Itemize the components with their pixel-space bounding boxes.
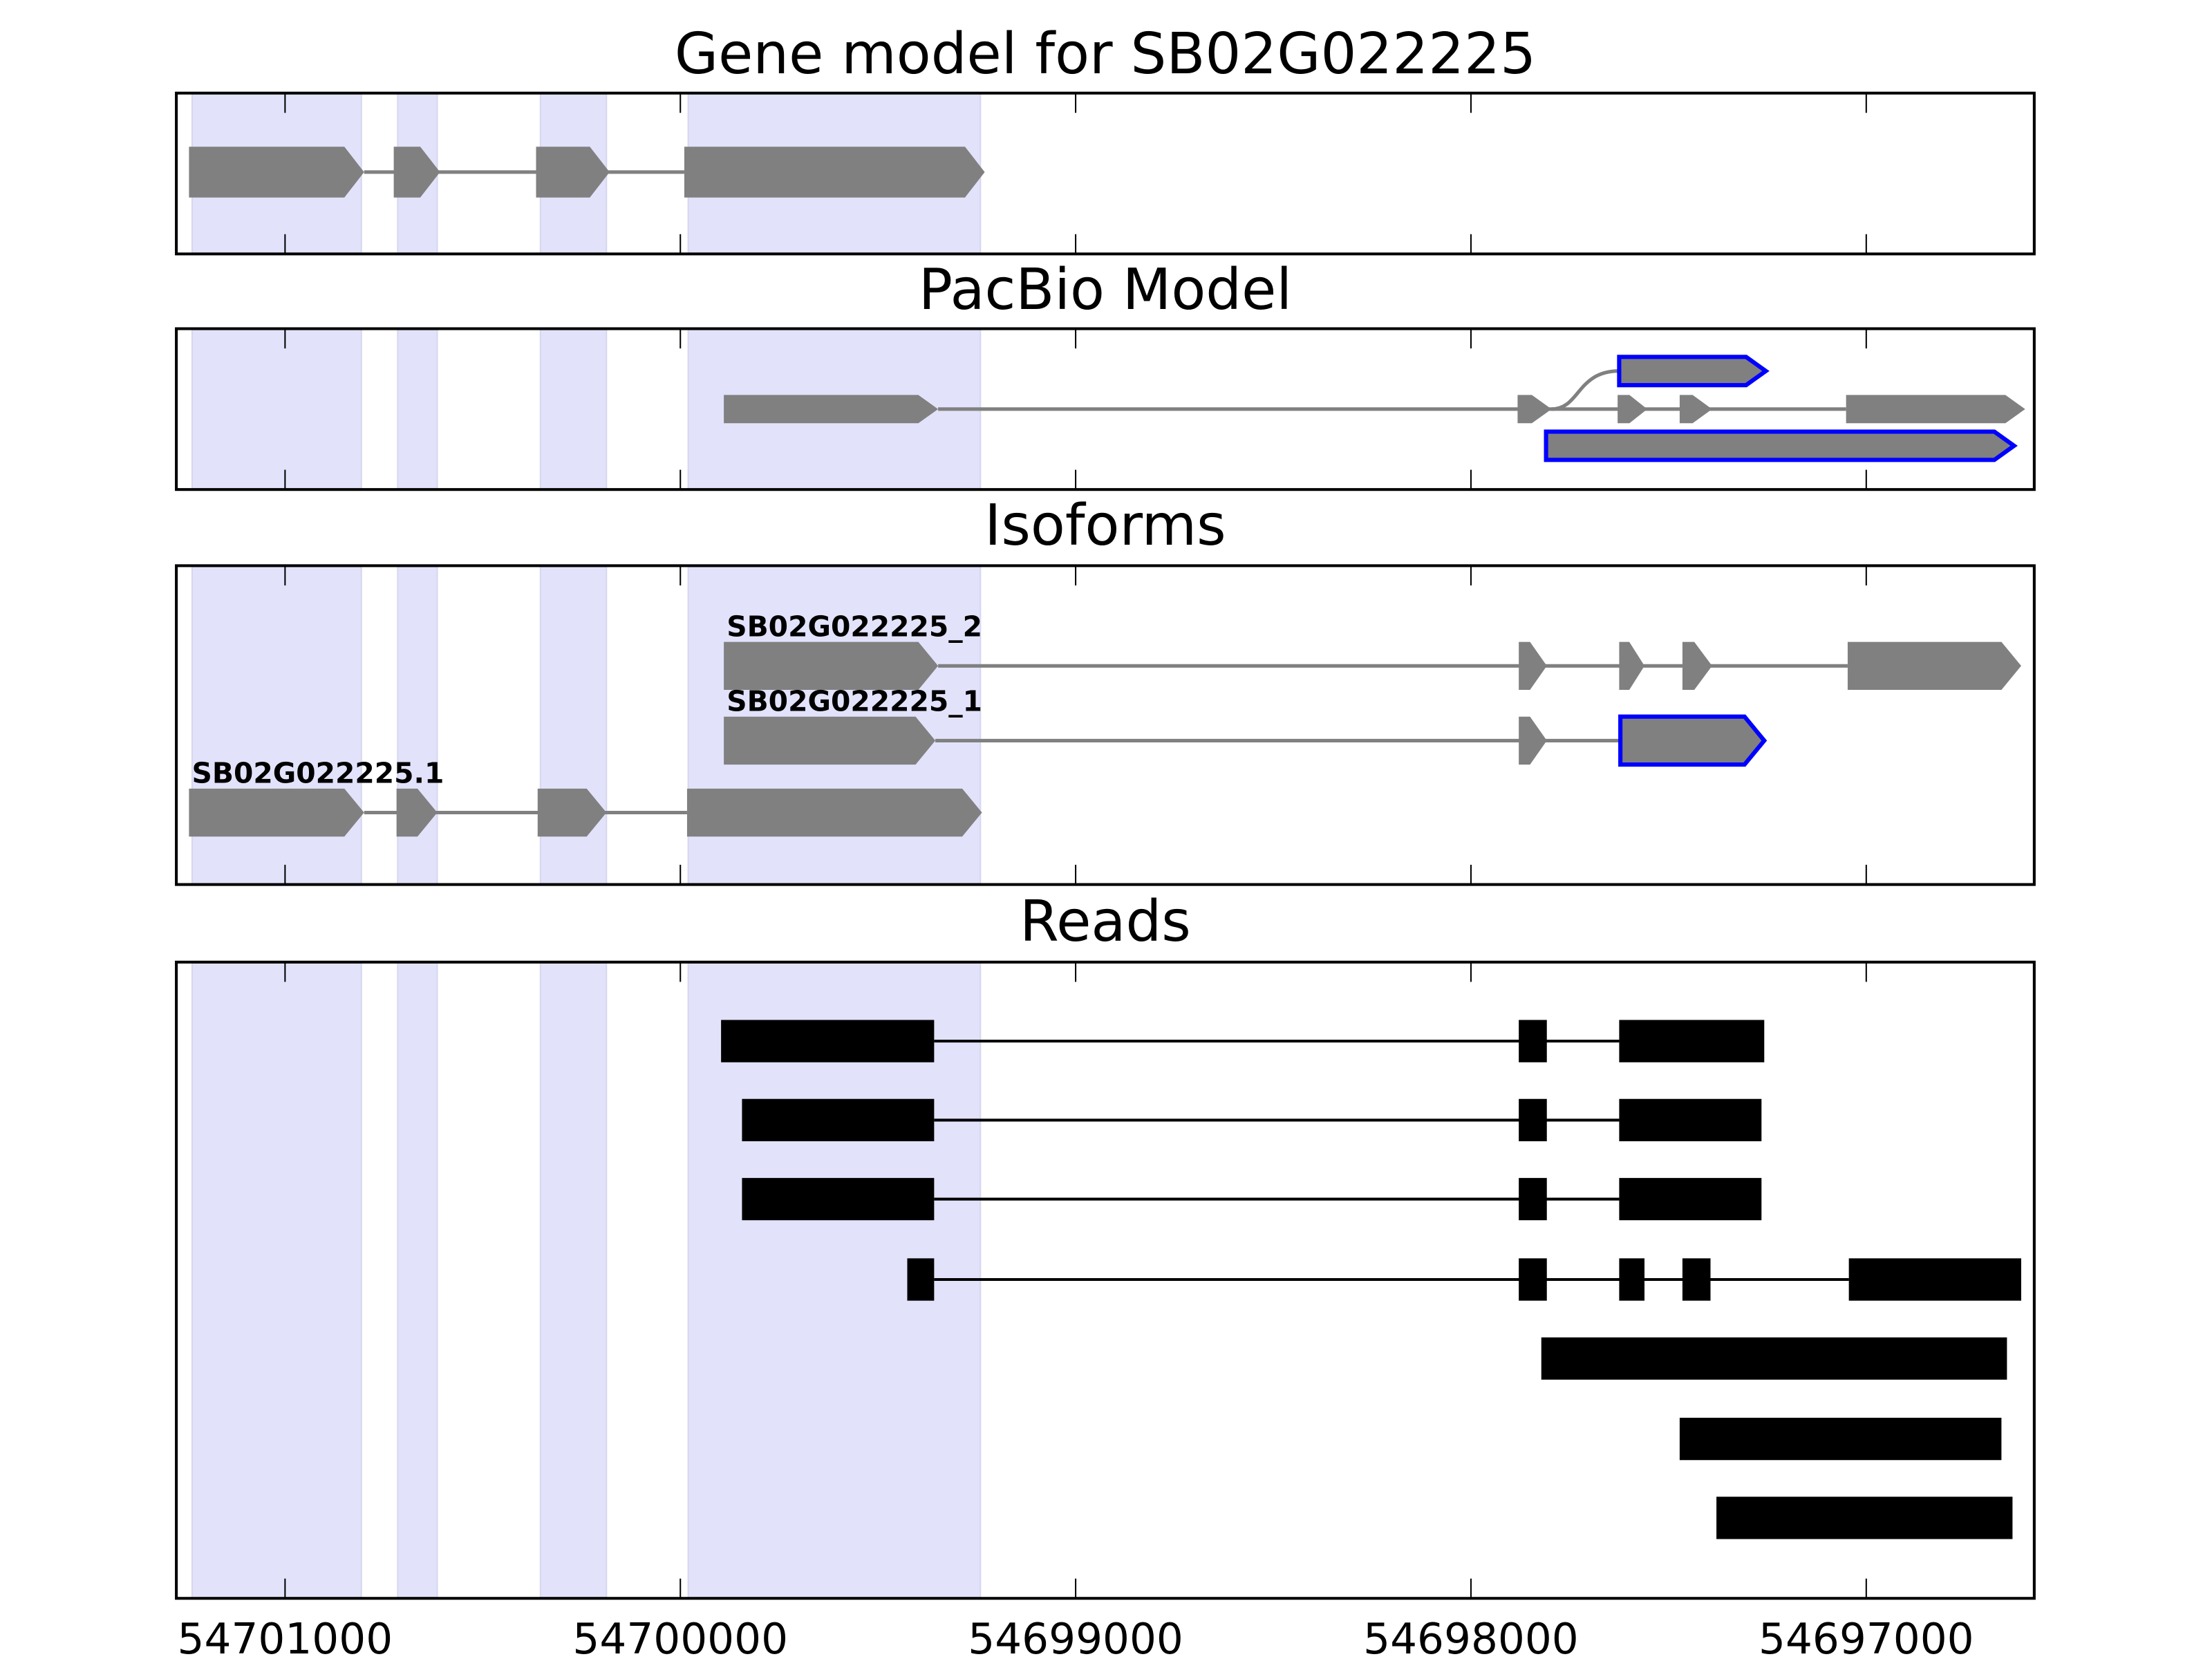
panel-title: Gene model for SB02G022225 [675,21,1536,87]
highlight-region [539,565,608,885]
exon [1846,395,2025,424]
isoform-label: SB02G022225_1 [727,685,982,718]
exon [724,716,936,765]
x-tick-label: 54700000 [572,1615,788,1659]
read-block [1519,1020,1547,1062]
exon [1618,395,1648,424]
read-block [742,1098,935,1142]
panel-1: PacBio Model [175,257,2036,491]
panel-frame [175,564,2036,886]
read-block [1519,1098,1547,1142]
panel-frame [175,91,2036,256]
exon [396,788,438,837]
x-tick-label: 54697000 [1759,1615,1974,1659]
panel-title: Isoforms [984,493,1226,559]
panel-frame [175,960,2036,1600]
panel-3: Reads [175,889,2036,1600]
exon [1519,641,1547,690]
read [907,1258,2021,1301]
read-block [1519,1178,1547,1221]
exon [1847,641,2021,690]
read-block [1519,1258,1547,1301]
exon [1519,716,1547,765]
x-tick-label: 54701000 [178,1615,393,1659]
exon [537,788,607,837]
read [1541,1337,2007,1380]
exon [1617,355,1770,388]
exon [536,147,610,198]
read [742,1098,1762,1142]
highlight-region [397,565,438,885]
read-block [1619,1020,1765,1062]
exon [1544,429,2018,462]
transcript: SB02G022225_2 [724,610,2021,690]
exon [393,147,440,198]
exon [1517,395,1552,424]
read-block [1619,1098,1762,1142]
panel-0: Gene model for SB02G022225 [175,21,2036,256]
exon [1682,641,1712,690]
exon [1619,641,1645,690]
highlight-region [191,565,362,885]
read [742,1178,1762,1221]
transcript [1544,429,2018,462]
exon [724,641,939,690]
exon [724,395,939,424]
x-tick-label: 54698000 [1363,1615,1579,1659]
highlight-region [397,328,438,491]
read-block [1619,1258,1645,1301]
highlight-region [539,328,608,491]
read [721,1020,1765,1062]
read [1679,1418,2002,1461]
transcript [1551,355,1770,411]
read-block [907,1258,935,1301]
read-block [1682,1258,1711,1301]
read-block [1619,1178,1762,1221]
exon [1618,714,1768,767]
panel-title: Reads [1020,889,1191,955]
read-block [1716,1497,2013,1539]
exon [686,788,982,837]
splice-link [1551,369,1620,411]
read-block [1679,1418,2002,1461]
read-block [742,1178,935,1221]
exon [189,788,364,837]
highlight-region [191,328,362,491]
highlight-region [539,961,608,1600]
read-block [1541,1337,2007,1380]
exon [189,147,364,198]
read-block [1848,1258,2021,1301]
exon [684,147,985,198]
highlight-region [191,961,362,1600]
panel-title: PacBio Model [919,257,1292,323]
highlight-region [397,961,438,1600]
exon [1679,395,1712,424]
transcript [189,147,985,198]
isoform-label: SB02G022225.1 [191,757,444,790]
read-block [721,1020,935,1062]
read [1716,1497,2013,1539]
transcript: SB02G022225.1 [189,757,982,837]
transcript [724,395,2025,424]
transcript: SB02G022225_1 [724,685,1768,767]
panel-2: IsoformsSB02G022225_2SB02G022225_1SB02G0… [175,493,2036,886]
isoform-label: SB02G022225_2 [727,610,982,643]
x-tick-label: 54699000 [968,1615,1183,1659]
panel-frame [175,327,2036,491]
